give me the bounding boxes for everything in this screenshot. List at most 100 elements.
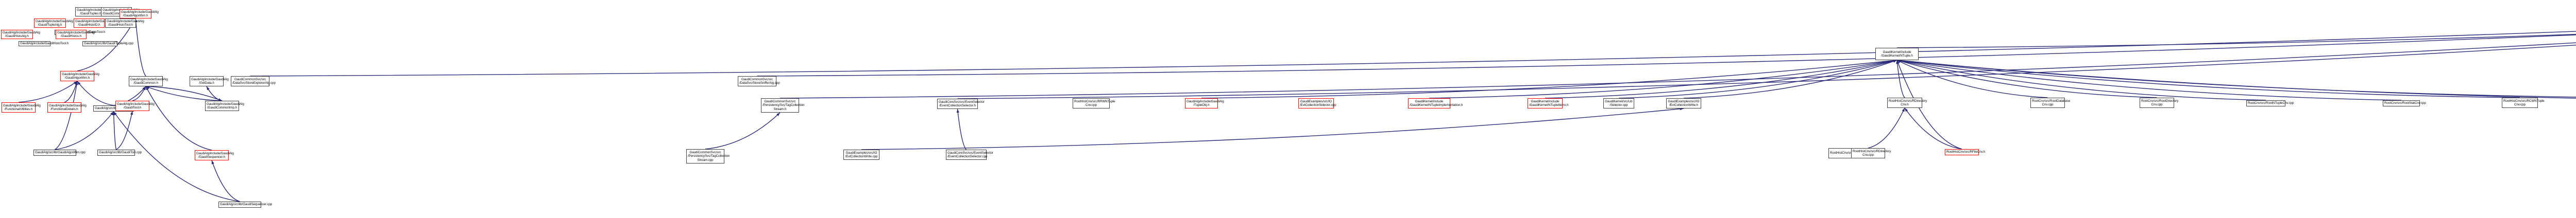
graph-node-label: GaudiAlg/include/GaudiAlg /GaudiTuples.h: [77, 8, 114, 15]
graph-node-label: GaudiCommonSvc/src /DataSvc/StoreExplore…: [232, 77, 276, 85]
graph-node[interactable]: GaudiExamples/src/IO /EvtCollectionWrite…: [1666, 98, 1701, 108]
graph-node[interactable]: GaudiAlg/src/lib/GaudiTool.cpp: [97, 150, 142, 156]
graph-edge-arrowhead: [1896, 60, 1899, 64]
graph-edge: [1896, 60, 2048, 98]
graph-node-label: GaudiAlg/src/lib/GaudiSequencer.cpp: [220, 203, 273, 207]
graph-node-label: GaudiCommonSvc/src /DataSvc/StoreSniffer…: [739, 77, 780, 85]
graph-edge-arrowhead: [75, 81, 78, 85]
graph-edge-arrowhead: [211, 160, 214, 165]
graph-node[interactable]: GaudiAlg/include/GaudiAlg /GetData.h: [190, 76, 229, 86]
graph-edge-arrowhead: [1897, 60, 1900, 64]
graph-edge: [113, 111, 117, 150]
graph-node-label: GaudiKernel/src/Lib /Selector.cpp: [1605, 99, 1633, 107]
graph-edge-arrowhead: [1893, 60, 1897, 63]
graph-node-label: GaudiKernel/include /GaudiKernel/NTupleI…: [1529, 99, 1569, 107]
graph-node-label: GaudiCommonSvc/src /PersistencySvc/TagCo…: [688, 150, 730, 162]
graph-edge-arrowhead: [1902, 108, 1905, 112]
graph-node[interactable]: GaudiCoreSvc/src/EventSelector /EventCol…: [937, 99, 985, 109]
graph-node[interactable]: GaudiAlg/include/GaudiAlg /GaudiSequence…: [195, 150, 234, 160]
graph-node-label: GaudiKernel/include /GaudiKernel/NTupleI…: [1410, 99, 1463, 107]
graph-node[interactable]: GaudiCommonSvc/src /PersistencySvc/TagCo…: [686, 149, 730, 164]
graph-node[interactable]: GaudiKernel/include /GaudiKernel/NTupleI…: [1528, 98, 1569, 108]
graph-node[interactable]: GaudiAlg/src/lib/GaudiTupleAlg.cpp: [82, 41, 133, 46]
graph-node[interactable]: RootCnv/src/RootNTupleCnv.cpp: [2246, 100, 2294, 106]
graph-node[interactable]: GaudiAlg/include/GaudiAlg /GaudiHistoID.…: [74, 19, 113, 28]
graph-node-label: RootCnv/src/RootDirectory Cnv.cpp: [2141, 99, 2179, 106]
graph-node[interactable]: GaudiKernel/src/Lib /Selector.cpp: [1603, 98, 1634, 108]
graph-node-label: GaudiAlg/include/GaudiAlg /GaudiTupleAlg…: [36, 19, 73, 27]
graph-edge: [1896, 34, 2576, 48]
graph-edge: [779, 42, 2576, 99]
graph-node[interactable]: GaudiAlg/include/GaudiAlg /FunctionalUti…: [2, 102, 41, 113]
graph-edge-arrowhead: [112, 112, 115, 116]
graph-edge: [145, 86, 223, 101]
graph-node-label: GaudiAlg/include/GaudiAlg /GaudiHistoID.…: [75, 19, 113, 27]
graph-node[interactable]: GaudiAlg/include/GaudiAlg /GaudiHistoToo…: [105, 19, 144, 28]
graph-edge-arrowhead: [130, 111, 133, 115]
graph-node-label: GaudiAlg/include/GaudiAlg /FunctionalDet…: [49, 103, 87, 111]
graph-edge: [1545, 60, 1897, 99]
graph-edge: [1896, 60, 2576, 98]
graph-node-label: GaudiExamples/src/IO /EvtCollectionWrite…: [1668, 99, 1700, 107]
graph-node[interactable]: GaudiAlg/include/GaudiAlg /GaudiAlgorith…: [120, 9, 159, 19]
graph-node[interactable]: RootHistCnv/src/RRWNTuple Cnv.cpp: [1073, 98, 1115, 108]
graph-edge-arrowhead: [146, 86, 150, 89]
graph-edge: [1896, 60, 2266, 101]
graph-node-label: GaudiAlg/include/GaudiAlg /GaudiHistos.h: [57, 30, 95, 38]
graph-node[interactable]: GaudiCoreSvc/src/EventSelector /EventCol…: [946, 150, 993, 160]
graph-node[interactable]: GaudiAlg/include/GaudiAlg /GaudiTuples.h: [75, 7, 114, 16]
graph-edge-arrowhead: [1897, 60, 1901, 63]
graph-node[interactable]: GaudiAlg/include/GaudiAlg /GaudiTupleAlg…: [34, 19, 73, 28]
graph-node[interactable]: GaudiCommonSvc/src /DataSvc/StoreExplore…: [231, 76, 276, 86]
graph-node[interactable]: GaudiCommonSvc/src /DataSvc/StoreSniffer…: [738, 76, 780, 86]
graph-node[interactable]: RootHistCnv/src/RDirectory Cnv.h: [1887, 98, 1927, 108]
graph-node[interactable]: RootCnv/src/RootDirectory Cnv.cpp: [2140, 98, 2179, 108]
graph-node[interactable]: GaudiAlg/src/lib/GaudiAlgorithm.cpp: [33, 150, 86, 156]
graph-node[interactable]: RootHistCnv/src/RDirectory Cnv.cpp: [1851, 148, 1891, 158]
graph-node[interactable]: RootCnv/src/RootStatCnv.cpp: [2383, 100, 2426, 106]
graph-node-label: GaudiAlg/src/lib/GaudiAlgorithm.cpp: [35, 151, 86, 155]
graph-node[interactable]: GaudiAlg/include/GaudiAlg /GaudiCommon.h: [129, 76, 168, 86]
graph-node-label: GaudiAlg/src/lib/GaudiTool.cpp: [99, 151, 142, 155]
graph-node[interactable]: GaudiAlg/include/GaudiAlg /FunctionalDet…: [47, 102, 87, 113]
graph-edge-arrowhead: [142, 86, 146, 90]
graph-edge: [55, 81, 78, 150]
graph-node-label: GaudiCoreSvc/src/EventSelector /EventCol…: [947, 151, 993, 158]
graph-node-label: GaudiAlg/include/GaudiAlg /GaudiTool.h: [117, 102, 155, 110]
graph-node[interactable]: GaudiAlg/include/GaudiHistoTool.h: [19, 41, 69, 46]
graph-node[interactable]: GaudiAlg/include/GaudiAlg /GaudiHistos.h: [56, 30, 95, 39]
graph-edge: [957, 45, 2576, 99]
graph-edge: [957, 108, 967, 150]
graph-node-label: GaudiAlg/include/GaudiAlg /TupleObj.h: [1187, 99, 1224, 107]
graph-node[interactable]: GaudiAlg/include/GaudiAlg /GaudiTool.h: [115, 101, 155, 111]
graph-node[interactable]: RootHistCnv/src/RCWNTuple Cnv.cpp: [2502, 98, 2545, 108]
graph-edge: [1868, 107, 1905, 149]
graph-edge: [1896, 60, 2520, 98]
graph-node[interactable]: GaudiExamples/src/IO /EvtCollectionWrite…: [843, 150, 879, 160]
graph-edge-arrowhead: [1897, 60, 1901, 63]
graph-node-label: GaudiAlg/include/GaudiAlg /GaudiAlgorith…: [62, 72, 99, 80]
graph-edge: [1683, 60, 1897, 99]
graph-node[interactable]: GaudiAlg/include/GaudiAlg /GaudiAlgorith…: [60, 71, 99, 81]
graph-edge-arrowhead: [207, 86, 210, 90]
graph-edge: [1896, 60, 1905, 98]
graph-node-label: GaudiCommonSvc/src /PersistencySvc/TagCo…: [762, 99, 805, 111]
graph-node[interactable]: GaudiKernel/include /GaudiKernel/NTuple.…: [1875, 48, 1919, 60]
graph-node[interactable]: RootHistCnv/src/RFileCnv.h: [1945, 149, 1985, 155]
graph-node-label: GaudiExamples/src/IO /EvtCollectionSelec…: [1300, 99, 1336, 107]
graph-node[interactable]: GaudiKernel/include /GaudiKernel/NTupleI…: [1408, 98, 1463, 108]
graph-edge: [55, 111, 114, 150]
graph-node[interactable]: GaudiAlg/include/GaudiAlg /GaudiCommonIm…: [205, 101, 244, 111]
graph-node[interactable]: GaudiAlg/include/GaudiAlg /TupleObj.h: [1185, 98, 1224, 108]
graph-edge: [77, 81, 114, 106]
graph-node[interactable]: GaudiAlg/src/lib/GaudiSequencer.cpp: [218, 202, 273, 208]
graph-node[interactable]: GaudiCommonSvc/src /PersistencySvc/TagCo…: [761, 98, 805, 113]
graph-node-label: GaudiAlg/include/GaudiAlg /GetData.h: [191, 77, 229, 85]
graph-edge-arrowhead: [1893, 60, 1897, 63]
graph-node[interactable]: GaudiExamples/src/IO /EvtCollectionSelec…: [1298, 98, 1336, 108]
graph-edge: [206, 86, 223, 101]
graph-node[interactable]: GaudiAlg/include/GaudiAlg /GaudiHistoAlg…: [1, 30, 40, 39]
graph-node[interactable]: RootCnv/src/RootDatabase Cnv.cpp: [2030, 98, 2070, 108]
graph-edge: [1896, 60, 2576, 99]
